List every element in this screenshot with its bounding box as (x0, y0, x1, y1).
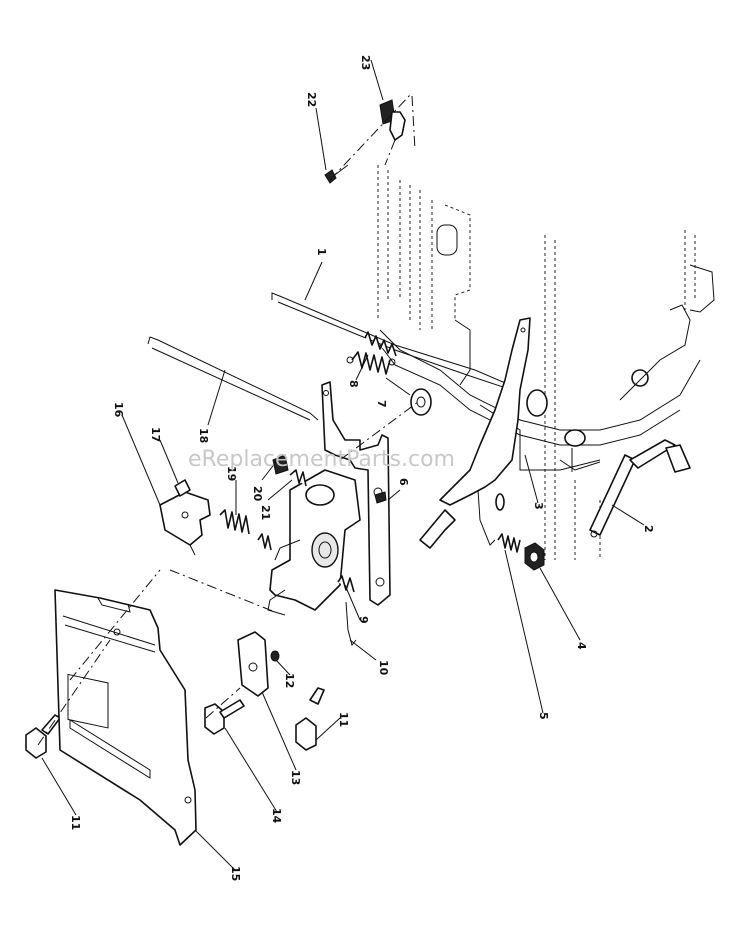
callout-1: 1 (315, 248, 328, 256)
callout-8: 8 (347, 380, 360, 388)
callout-11-right: 11 (337, 712, 350, 727)
callout-6: 6 (397, 478, 410, 486)
governor-spring (346, 351, 396, 375)
adjustment-screw-23 (379, 99, 406, 141)
callout-3: 3 (532, 502, 545, 510)
choke-link-rod (147, 336, 319, 421)
mounting-plate (237, 631, 269, 697)
throttle-link-rod (271, 292, 513, 391)
control-body (267, 469, 361, 616)
throttle-control-rod (589, 439, 691, 538)
spring-small-21 (257, 533, 272, 551)
screw-22 (324, 164, 349, 184)
spring-small-20 (272, 454, 307, 487)
callout-17: 17 (149, 427, 162, 442)
callout-13: 13 (289, 770, 302, 785)
callout-21: 21 (259, 505, 272, 520)
flange-bolt-left (25, 714, 61, 759)
lever-spring (497, 533, 521, 553)
callout-11-left: 11 (69, 815, 82, 830)
spring-19 (219, 509, 250, 535)
callout-15: 15 (229, 866, 242, 881)
callout-14: 14 (270, 808, 283, 824)
callout-2: 2 (642, 525, 655, 533)
callout-10: 10 (377, 660, 390, 676)
engine-block-outline (377, 165, 715, 560)
callout-labels: 23 22 1 18 16 17 8 7 19 20 21 6 3 2 9 4 … (69, 55, 655, 881)
callout-16: 16 (112, 402, 125, 418)
spacer (410, 388, 432, 416)
watermark: eReplacementParts.com (188, 447, 455, 472)
wire-clip (345, 601, 357, 647)
callout-12: 12 (283, 673, 296, 688)
callout-7: 7 (375, 400, 388, 408)
callout-9: 9 (357, 616, 370, 624)
choke-plate (159, 479, 211, 556)
assembly-lines (37, 94, 419, 746)
bolt-14 (204, 699, 245, 735)
cover-plate (54, 589, 197, 846)
small-screw (270, 650, 280, 662)
callout-4: 4 (575, 642, 588, 650)
callout-22: 22 (305, 92, 318, 107)
control-bracket (321, 381, 391, 606)
callout-23: 23 (359, 55, 372, 70)
flange-bolt-right (295, 687, 325, 751)
callout-5: 5 (537, 712, 550, 720)
governor-lever (419, 317, 531, 549)
callout-19: 19 (225, 466, 238, 481)
leader-lines (41, 59, 645, 871)
hex-nut (524, 542, 545, 571)
callout-18: 18 (197, 428, 210, 443)
callout-20: 20 (251, 486, 264, 502)
